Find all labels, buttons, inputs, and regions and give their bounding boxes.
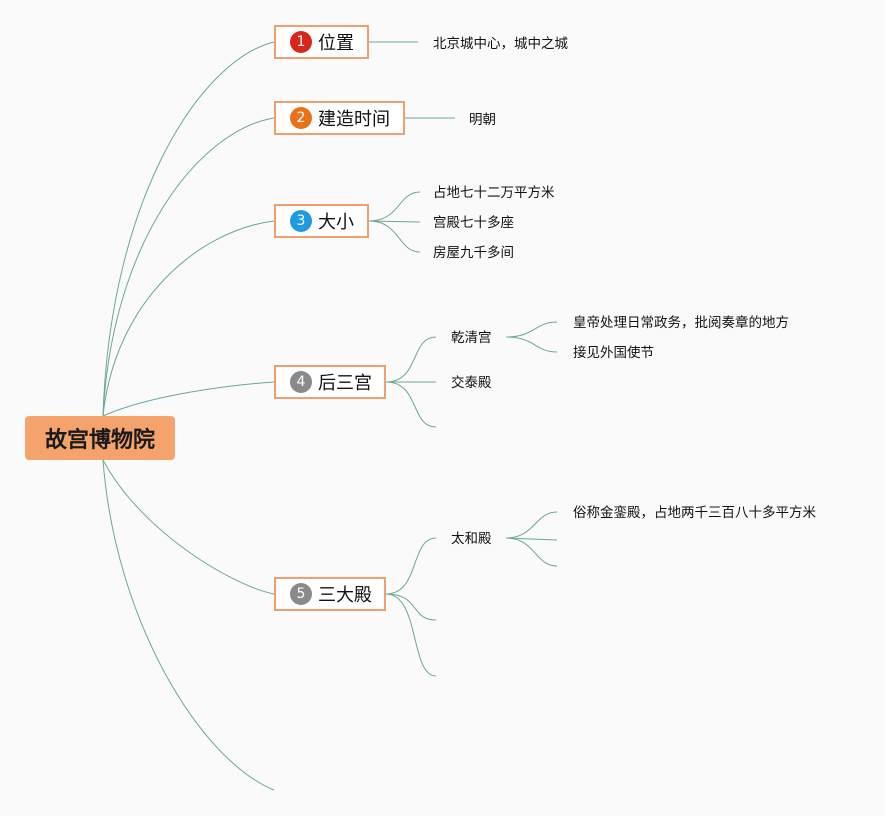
root-to-empty-topic [102, 459, 275, 791]
topic-size[interactable]: 3 大小 [274, 204, 369, 238]
leaf-size-rooms[interactable]: 房屋九千多间 [433, 245, 514, 261]
topic-label: 三大殿 [318, 585, 372, 606]
topic-label: 位置 [318, 33, 354, 54]
leaf-size-palaces[interactable]: 宫殿七十多座 [433, 215, 514, 231]
leaf-build-time[interactable]: 明朝 [469, 112, 496, 128]
topic-4-link-a [385, 336, 437, 383]
topic-3-link-c [368, 220, 421, 253]
topic-label: 后三宫 [318, 373, 372, 394]
leaf-size-area[interactable]: 占地七十二万平方米 [433, 185, 555, 201]
leaf-qianqing-palace[interactable]: 乾清宫 [451, 330, 492, 346]
topic-rear-palaces[interactable]: 4 后三宫 [274, 365, 386, 399]
root-to-topic-2 [102, 117, 275, 417]
root-to-topic-1 [102, 41, 275, 417]
number-badge: 4 [290, 371, 312, 393]
root-to-topic-4 [102, 381, 275, 417]
topic-label: 大小 [318, 212, 354, 233]
topic-5-link-b [385, 593, 437, 621]
leaf-location[interactable]: 北京城中心，城中之城 [433, 36, 568, 52]
number-badge: 5 [290, 583, 312, 605]
topic-3-link-a [368, 191, 421, 222]
qianqing-link-b [505, 336, 558, 353]
root-to-topic-3 [102, 220, 275, 417]
qianqing-link-a [505, 321, 558, 338]
topic-5-link-c [385, 593, 437, 677]
topic-location[interactable]: 1 位置 [274, 25, 369, 59]
number-badge: 2 [290, 107, 312, 129]
taihe-link-a [505, 511, 558, 539]
topic-4-link-c [385, 381, 437, 428]
number-badge: 1 [290, 31, 312, 53]
taihe-link-c [505, 537, 558, 567]
topic-build-time[interactable]: 2 建造时间 [274, 101, 405, 135]
topic-three-halls[interactable]: 5 三大殿 [274, 577, 386, 611]
topic-3-link-b [368, 220, 421, 223]
leaf-taihe-desc[interactable]: 俗称金銮殿，占地两千三百八十多平方米 [573, 505, 816, 521]
topic-label: 建造时间 [318, 109, 390, 130]
leaf-qianqing-duty[interactable]: 皇帝处理日常政务，批阅奏章的地方 [573, 315, 789, 331]
topic-5-link-a [385, 537, 437, 595]
taihe-link-b [505, 537, 558, 541]
number-badge: 3 [290, 210, 312, 232]
leaf-qianqing-envoys[interactable]: 接见外国使节 [573, 345, 654, 361]
leaf-taihe-hall[interactable]: 太和殿 [451, 531, 492, 547]
leaf-jiaotai-hall[interactable]: 交泰殿 [451, 375, 492, 391]
root-to-topic-5 [102, 459, 275, 595]
root-topic[interactable]: 故宫博物院 [25, 416, 175, 460]
